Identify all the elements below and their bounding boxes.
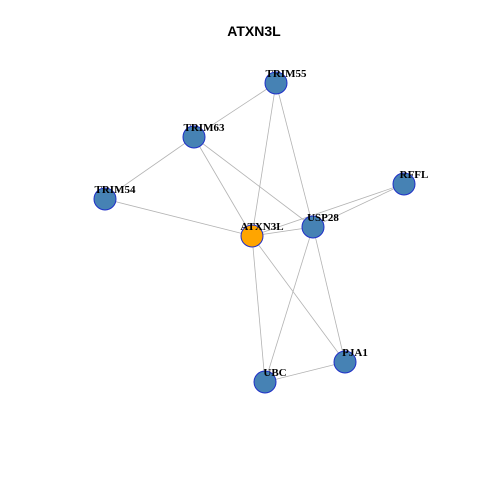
edge-rffl-atxn3l [251,183,405,237]
node-label-pja1: PJA1 [342,347,368,359]
edge-trim63-trim54 [104,136,195,200]
node-label-rffl: RFFL [400,169,429,181]
edge-atxn3l-ubc [251,235,266,383]
node-trim55: TRIM55 [264,68,307,95]
edge-rffl-usp28 [312,183,405,228]
node-atxn3l: ATXN3L [240,221,284,248]
node-trim63: TRIM63 [182,122,225,149]
node-circle-trim54 [93,187,117,211]
node-circle-atxn3l [240,224,264,248]
edge-trim54-atxn3l [104,198,253,237]
node-ubc: UBC [253,367,287,394]
edge-usp28-pja1 [312,226,346,363]
node-label-trim63: TRIM63 [184,122,225,134]
node-label-atxn3l: ATXN3L [240,221,283,233]
edge-trim55-atxn3l [251,82,277,237]
node-trim54: TRIM54 [93,184,136,211]
node-label-ubc: UBC [263,367,286,379]
edge-ubc-pja1 [264,361,346,383]
node-circle-pja1 [333,350,357,374]
node-label-trim54: TRIM54 [95,184,136,196]
edge-trim55-usp28 [275,82,314,228]
edge-atxn3l-pja1 [251,235,346,363]
node-pja1: PJA1 [333,347,368,374]
edge-trim63-usp28 [193,136,314,228]
node-circle-trim55 [264,71,288,95]
edge-usp28-ubc [264,226,314,383]
node-label-trim55: TRIM55 [266,68,307,80]
edge-trim55-trim63 [193,82,277,138]
node-usp28: USP28 [301,212,339,239]
node-circle-rffl [392,172,416,196]
node-circle-usp28 [301,215,325,239]
edge-trim63-atxn3l [193,136,253,237]
node-label-usp28: USP28 [307,212,339,224]
edges-layer [104,82,405,383]
graph-title: ATXN3L [227,23,281,39]
node-circle-ubc [253,370,277,394]
node-circle-trim63 [182,125,206,149]
node-rffl: RFFL [392,169,429,196]
